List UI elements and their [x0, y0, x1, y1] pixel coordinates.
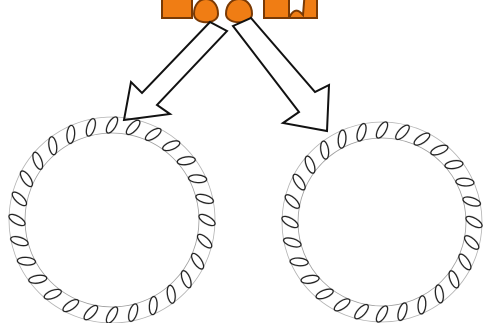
title-glyph-4 [264, 0, 289, 18]
title-glyph-2 [194, 0, 218, 22]
title-glyph-1 [162, 0, 192, 18]
